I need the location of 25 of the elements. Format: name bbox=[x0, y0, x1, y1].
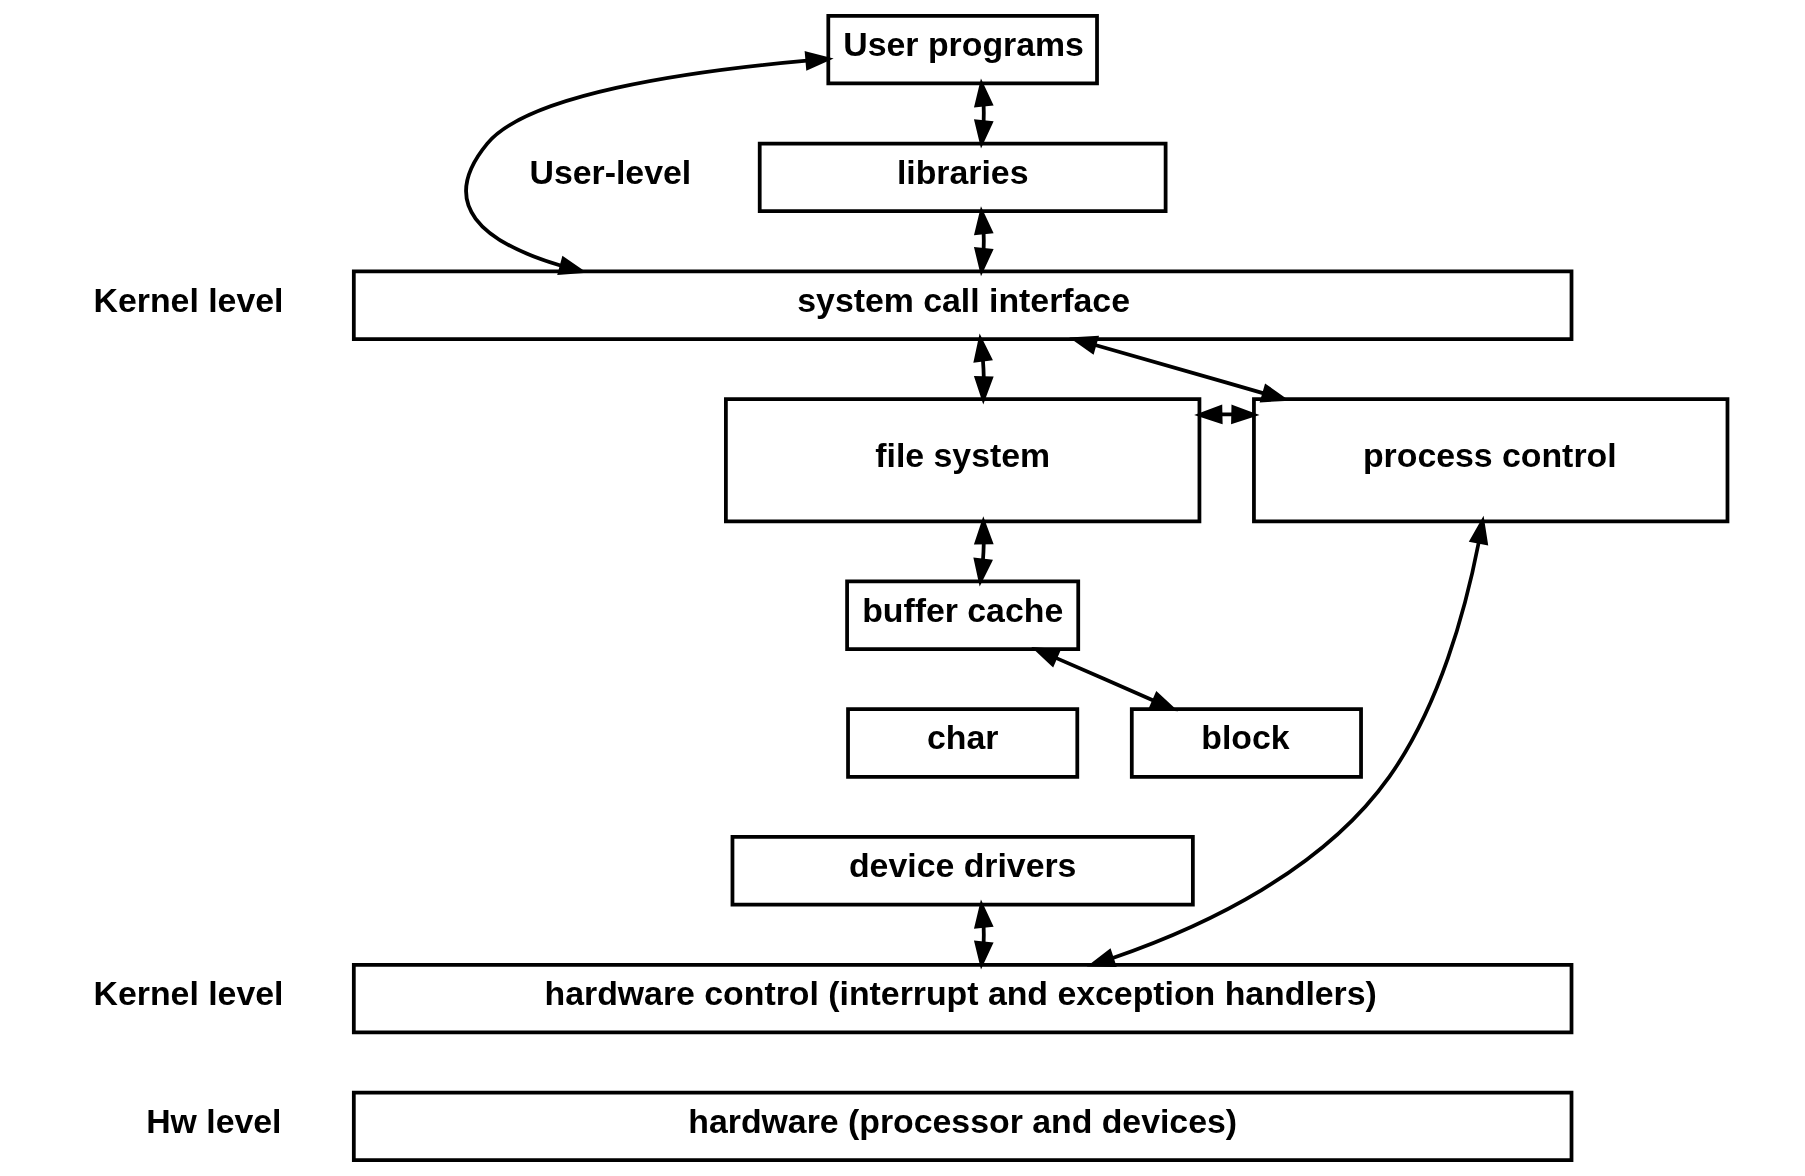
node-box: device drivers bbox=[730, 835, 1195, 907]
arrow bbox=[1068, 335, 1289, 403]
node-box: block bbox=[1129, 707, 1363, 779]
arrow bbox=[972, 333, 994, 405]
arrow bbox=[973, 206, 994, 277]
node-box: hardware control (interrupt and exception handlers) bbox=[351, 962, 1573, 1035]
node-box: User programs bbox=[825, 13, 1099, 86]
arrow bbox=[973, 78, 994, 149]
arrow bbox=[1030, 647, 1178, 712]
node-box: hardware (processor and devices) bbox=[351, 1090, 1573, 1163]
label: Kernel level bbox=[93, 973, 283, 1012]
arrow bbox=[973, 899, 994, 970]
label: Kernel level bbox=[93, 280, 283, 319]
arrow bbox=[1086, 515, 1488, 968]
arrow bbox=[1193, 404, 1260, 425]
node-box: system call interface bbox=[351, 269, 1573, 341]
arrow bbox=[464, 51, 834, 275]
node-box: file system bbox=[723, 397, 1201, 524]
label: Hw level bbox=[145, 1101, 281, 1140]
node-box: buffer cache bbox=[844, 579, 1080, 651]
node-box: char bbox=[845, 707, 1079, 779]
label: User-level bbox=[529, 152, 691, 191]
arrow bbox=[972, 516, 994, 587]
node-box: libraries bbox=[757, 141, 1167, 214]
node-box: process control bbox=[1251, 397, 1729, 524]
